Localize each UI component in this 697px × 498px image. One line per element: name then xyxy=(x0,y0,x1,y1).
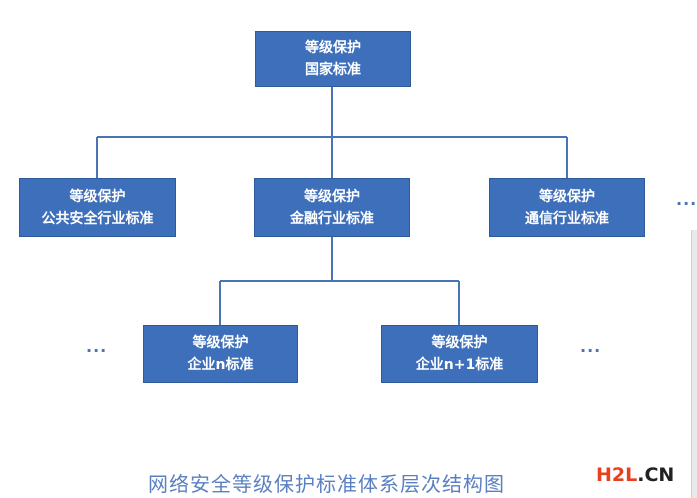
enterprise-n-standard-node: 等级保护 企业n标准 xyxy=(143,325,298,383)
logo-h2l: H2L xyxy=(596,464,638,486)
node-line-2: 通信行业标准 xyxy=(525,210,609,227)
node-line-1: 等级保护 xyxy=(305,40,361,56)
node-line-1: 等级保护 xyxy=(304,188,360,205)
ellipsis-right-top: ··· xyxy=(676,194,697,213)
finance-standard-node: 等级保护 金融行业标准 xyxy=(254,178,410,237)
enterprise-n-plus-1-standard-node: 等级保护 企业n+1标准 xyxy=(381,325,538,383)
edge-scrollbar xyxy=(691,230,697,498)
ellipsis-right-bottom: ··· xyxy=(580,341,602,360)
node-line-1: 等级保护 xyxy=(192,335,249,351)
telecom-standard-node: 等级保护 通信行业标准 xyxy=(489,178,645,237)
logo-cn: .CN xyxy=(637,464,675,486)
node-line-2: 金融行业标准 xyxy=(290,210,374,227)
public-security-standard-node: 等级保护 公共安全行业标准 xyxy=(19,178,176,237)
ellipsis-left-bottom: ··· xyxy=(86,341,108,360)
node-line-2: 国家标准 xyxy=(305,62,361,78)
national-standard-node: 等级保护 国家标准 xyxy=(255,31,411,87)
node-line-1: 等级保护 xyxy=(539,188,595,205)
node-line-2: 企业n标准 xyxy=(187,357,254,373)
node-line-1: 等级保护 xyxy=(431,335,488,351)
node-line-2: 企业n+1标准 xyxy=(415,357,504,373)
site-logo: H2L.CN xyxy=(596,464,674,486)
diagram-caption: 网络安全等级保护标准体系层次结构图 xyxy=(148,472,505,496)
node-line-1: 等级保护 xyxy=(69,188,126,205)
node-line-2: 公共安全行业标准 xyxy=(41,210,154,227)
